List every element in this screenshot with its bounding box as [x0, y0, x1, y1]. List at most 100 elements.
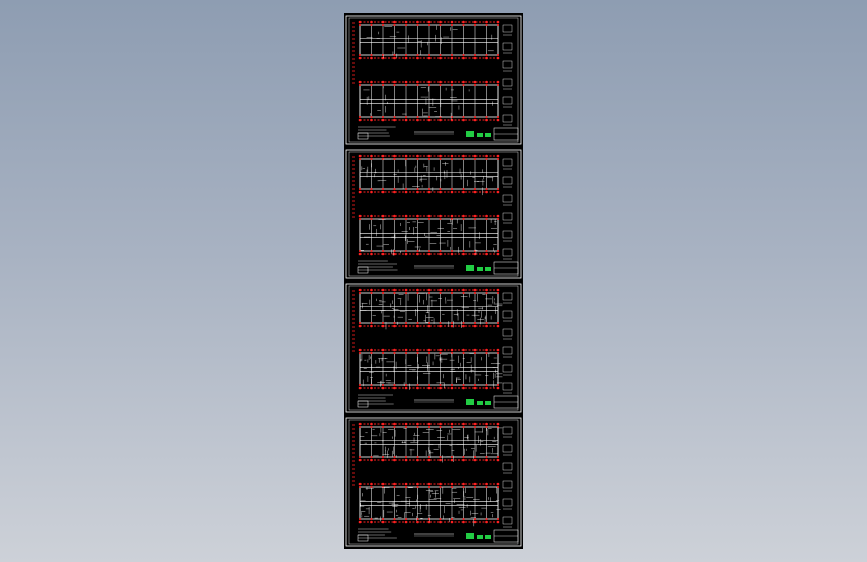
upper-plan-column-marker [393, 154, 396, 158]
upper-plan-column [439, 322, 442, 324]
drawing-sheet-stack[interactable] [344, 13, 523, 549]
upper-plan-column-marker [381, 56, 385, 60]
section-detail [502, 230, 513, 239]
upper-plan-column-marker [370, 20, 373, 24]
upper-plan-column [462, 426, 465, 428]
lower-plan-column-marker [496, 348, 500, 352]
upper-plan-column [416, 24, 419, 26]
lower-plan-column [451, 518, 453, 520]
lower-plan-column-marker [404, 214, 408, 218]
section-detail [502, 364, 513, 373]
sheet-3-canvas [345, 283, 522, 413]
upper-plan-column-marker [393, 324, 396, 328]
lower-plan-column-marker [427, 80, 431, 84]
legend-box [357, 266, 369, 274]
upper-plan-column-marker [427, 458, 431, 462]
lower-plan-column [370, 384, 373, 386]
upper-plan-column-marker [358, 288, 362, 292]
upper-plan-column [474, 188, 476, 190]
lower-plan-column [439, 84, 442, 86]
upper-plan-column [497, 24, 499, 26]
section-detail [502, 42, 513, 51]
section-detail [502, 480, 513, 489]
section-detail [502, 60, 513, 69]
upper-plan-column [428, 426, 430, 428]
upper-plan-column [497, 456, 499, 458]
section-detail [502, 310, 513, 319]
lower-plan-column [416, 250, 419, 252]
upper-plan-column [416, 158, 419, 160]
upper-plan-column [485, 54, 488, 56]
lower-plan-column [416, 218, 419, 220]
lower-plan-column [393, 84, 396, 86]
upper-plan-column-marker [404, 56, 408, 60]
upper-plan-column [382, 322, 384, 324]
lower-plan-column [359, 352, 361, 354]
lower-plan-column [485, 250, 488, 252]
lower-plan-column [416, 486, 419, 488]
upper-plan-column-marker [404, 154, 408, 158]
lower-plan-column [439, 250, 442, 252]
lower-plan-column-marker [404, 348, 408, 352]
upper-plan-column [359, 24, 361, 26]
sheet-inner-frame [348, 419, 519, 545]
upper-plan-column-marker [462, 154, 465, 158]
upper-plan-column [439, 426, 442, 428]
upper-plan-column [451, 426, 453, 428]
lower-plan-column-marker [404, 386, 408, 390]
lower-plan-column [405, 116, 407, 118]
upper-plan-column [428, 456, 430, 458]
lower-plan-column-marker [427, 482, 431, 486]
lower-plan-column-marker [381, 386, 385, 390]
lower-plan-column [462, 486, 465, 488]
lower-plan-column [359, 116, 361, 118]
upper-plan-column [474, 322, 476, 324]
upper-plan-column-marker [485, 20, 488, 24]
upper-plan-column [497, 292, 499, 294]
lower-plan-column [497, 486, 499, 488]
upper-plan-column-marker [393, 458, 396, 462]
lower-plan-column-marker [485, 252, 488, 256]
approval-stamp [477, 267, 483, 271]
upper-plan-column [462, 158, 465, 160]
upper-plan-column [370, 54, 373, 56]
upper-plan-column [428, 158, 430, 160]
upper-plan-column-marker [393, 190, 396, 194]
lower-plan-column [485, 84, 488, 86]
lower-plan-column [428, 352, 430, 354]
drawing-sheet-2[interactable] [344, 149, 523, 280]
upper-plan-column-marker [462, 190, 465, 194]
upper-plan-column-marker [496, 324, 500, 328]
upper-plan-column [428, 54, 430, 56]
lower-plan-column [497, 84, 499, 86]
upper-plan-column [474, 24, 476, 26]
upper-plan-column-marker [450, 288, 454, 292]
lower-plan-column-marker [473, 386, 477, 390]
drawing-sheet-3[interactable] [344, 283, 523, 414]
lower-plan-column-marker [358, 252, 362, 256]
section-detail [502, 444, 513, 453]
upper-plan-column [497, 158, 499, 160]
upper-plan-column-marker [496, 56, 500, 60]
lower-plan-column-marker [485, 214, 488, 218]
upper-plan-column-marker [485, 190, 488, 194]
lower-plan-column [393, 486, 396, 488]
lower-plan-column [451, 84, 453, 86]
drawing-sheet-1[interactable] [344, 15, 523, 146]
lower-plan-column [439, 384, 442, 386]
lower-plan-column [405, 518, 407, 520]
drawing-sheet-4[interactable] [344, 417, 523, 548]
lower-plan-column [497, 352, 499, 354]
sheet-1-canvas [345, 15, 522, 145]
section-detail [502, 158, 513, 167]
lower-plan-column-marker [381, 80, 385, 84]
upper-plan-column-marker [404, 324, 408, 328]
lower-plan-column [428, 116, 430, 118]
upper-plan-column [485, 158, 488, 160]
upper-plan-column [485, 426, 488, 428]
lower-plan-column-marker [358, 520, 362, 524]
lower-plan-column-marker [393, 214, 396, 218]
upper-plan-column [462, 322, 465, 324]
lower-plan-column [462, 116, 465, 118]
